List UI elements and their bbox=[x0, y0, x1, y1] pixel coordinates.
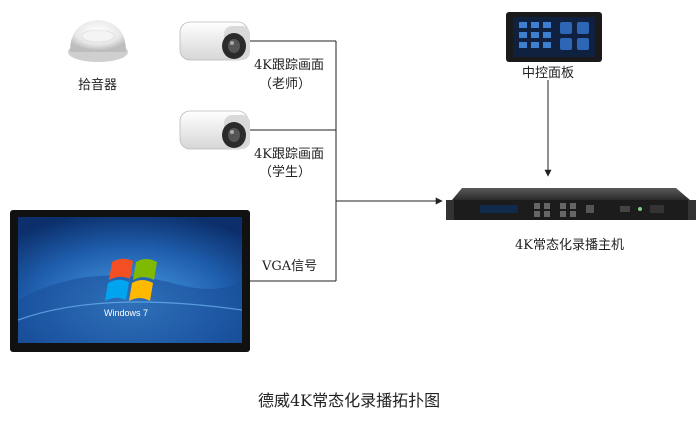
display-monitor-icon: Windows 7 bbox=[10, 210, 250, 352]
diagram-caption: 德威4K常态化录播拓扑图 bbox=[258, 391, 441, 410]
camera-teacher-label-line1: 4K跟踪画面 bbox=[254, 58, 324, 73]
control-panel-label: 中控面板 bbox=[522, 66, 575, 81]
vga-signal-label: VGA信号 bbox=[262, 259, 318, 274]
screen-os-text: Windows 7 bbox=[104, 308, 148, 318]
camera-student-label-line1: 4K跟踪画面 bbox=[254, 147, 324, 162]
camera-teacher-label-line2: （老师） bbox=[259, 77, 312, 92]
windows-logo-icon bbox=[105, 258, 157, 301]
recorder-host-label: 4K常态化录播主机 bbox=[515, 238, 624, 253]
camera-student-label-line2: （学生） bbox=[259, 165, 312, 180]
recorder-host-icon bbox=[446, 188, 696, 220]
camera-student-icon bbox=[179, 110, 250, 150]
connection-lines bbox=[250, 40, 552, 282]
microphone-icon bbox=[68, 20, 128, 62]
control-panel-icon bbox=[506, 12, 602, 62]
microphone-label: 拾音器 bbox=[78, 78, 118, 93]
camera-teacher-icon bbox=[179, 21, 250, 61]
